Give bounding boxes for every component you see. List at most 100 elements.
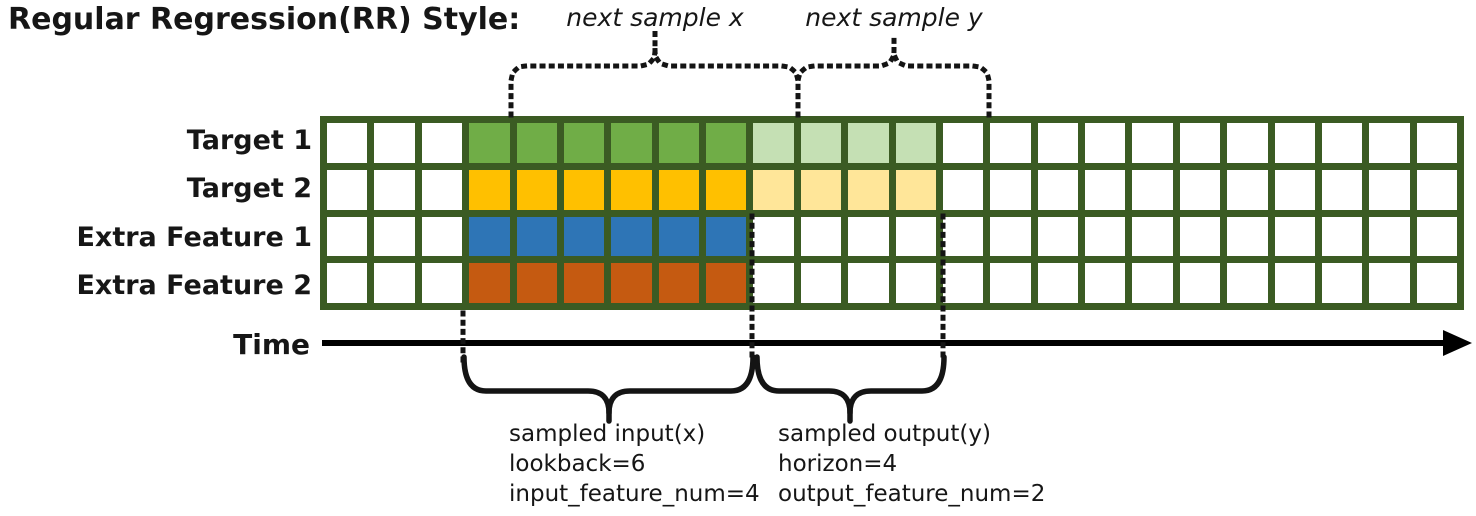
next-sample-y-brace-right	[891, 47, 992, 118]
grid-cell-r3-c13	[942, 263, 984, 303]
grid-cell-r3-c12	[895, 263, 936, 303]
grid-cell-r1-c8	[706, 169, 747, 210]
grid-cell-r0-c21	[1321, 123, 1363, 163]
grid-cell-r1-c20	[1274, 169, 1315, 210]
grid-cell-r3-c4	[516, 263, 557, 303]
next-sample-y-label: next sample y	[805, 3, 983, 32]
grid-cell-r3-c15	[1037, 263, 1078, 303]
next-sample-x-label: next sample x	[566, 3, 744, 32]
sampled-input-caption-line-1: sampled input(x)	[509, 421, 706, 447]
grid-cell-r2-c23	[1416, 216, 1457, 257]
grid-cell-r2-c18	[1179, 216, 1221, 257]
grid-cell-r2-c7	[658, 216, 699, 257]
grid-cell-r2-c20	[1274, 216, 1315, 257]
grid-cell-r2-c11	[848, 216, 889, 257]
grid-cell-r1-c2	[421, 169, 463, 210]
next-sample-y-brace-left	[795, 30, 897, 118]
grid-cell-r3-c1	[374, 263, 415, 303]
grid-cell-r2-c12	[895, 216, 936, 257]
grid-cell-r0-c13	[942, 123, 984, 163]
sampled-input-caption-line-2: lookback=6	[509, 451, 646, 477]
sampled-output-brace-right	[847, 354, 947, 416]
grid-cell-r3-c7	[658, 263, 699, 303]
grid-cell-r2-c10	[800, 216, 842, 257]
grid-cell-r3-c8	[706, 263, 747, 303]
grid-cell-r1-c11	[848, 169, 889, 210]
grid-cell-r0-c17	[1132, 123, 1173, 163]
grid-cell-r0-c16	[1085, 123, 1126, 163]
grid-cell-r2-c22	[1369, 216, 1410, 257]
grid-cell-r2-c3	[469, 216, 510, 257]
grid-cell-r2-c16	[1085, 216, 1126, 257]
grid-cell-r2-c15	[1037, 216, 1078, 257]
sampled-input-caption: sampled input(x) lookback=6 input_featur…	[509, 419, 760, 509]
sampled-output-caption: sampled output(y) horizon=4 output_featu…	[778, 419, 1045, 509]
grid-cell-r1-c15	[1037, 169, 1078, 210]
grid-cell-r2-c5	[563, 216, 605, 257]
grid-cell-r1-c14	[990, 169, 1031, 210]
grid-cell-r1-c13	[942, 169, 984, 210]
time-arrow-head-icon	[1443, 330, 1472, 356]
grid-cell-r3-c5	[563, 263, 605, 303]
grid-cell-r1-c10	[800, 169, 842, 210]
grid-cell-r0-c1	[374, 123, 415, 163]
row-label-target-2: Target 2	[186, 173, 312, 205]
grid-cell-r0-c2	[421, 123, 463, 163]
grid-cell-r3-c0	[327, 263, 368, 303]
grid-cell-r1-c4	[516, 169, 557, 210]
grid-cell-r2-c4	[516, 216, 557, 257]
grid-cell-r3-c9	[753, 263, 794, 303]
grid-cell-r1-c0	[327, 169, 368, 210]
grid-cell-r0-c10	[800, 123, 842, 163]
grid-cell-r3-c2	[421, 263, 463, 303]
grid-cell-r0-c20	[1274, 123, 1315, 163]
grid-cell-r1-c21	[1321, 169, 1363, 210]
grid-cell-r3-c11	[848, 263, 889, 303]
grid-cell-r3-c14	[990, 263, 1031, 303]
grid-cell-r3-c21	[1321, 263, 1363, 303]
grid-cell-r2-c2	[421, 216, 463, 257]
grid-cell-r2-c21	[1321, 216, 1363, 257]
sampled-output-caption-line-1: sampled output(y)	[778, 421, 991, 447]
grid-cell-r2-c0	[327, 216, 368, 257]
grid-cell-r1-c7	[658, 169, 699, 210]
grid-cell-r2-c14	[990, 216, 1031, 257]
row-label-target-1: Target 1	[186, 124, 312, 156]
grid-cell-r1-c9	[753, 169, 794, 210]
grid-cell-r0-c22	[1369, 123, 1410, 163]
grid-cell-r3-c19	[1227, 263, 1268, 303]
row-label-extra-feature-1: Extra Feature 1	[76, 221, 312, 253]
grid-cell-r1-c22	[1369, 169, 1410, 210]
time-grid	[320, 116, 1464, 310]
time-axis-label: Time	[233, 328, 310, 361]
grid-cell-r2-c13	[942, 216, 984, 257]
grid-cell-r3-c16	[1085, 263, 1126, 303]
grid-cell-r3-c23	[1416, 263, 1457, 303]
grid-cell-r0-c5	[563, 123, 605, 163]
sampled-input-caption-line-3: input_feature_num=4	[509, 481, 760, 507]
grid-cell-r3-c10	[800, 263, 842, 303]
grid-cell-r0-c11	[848, 123, 889, 163]
grid-cell-r3-c22	[1369, 263, 1410, 303]
sampled-output-brace-left	[754, 354, 853, 424]
grid-cell-r0-c8	[706, 123, 747, 163]
grid-cell-r0-c12	[895, 123, 936, 163]
grid-cell-r0-c4	[516, 123, 557, 163]
grid-cell-r0-c18	[1179, 123, 1221, 163]
grid-cell-r1-c19	[1227, 169, 1268, 210]
sampled-output-caption-line-3: output_feature_num=2	[778, 481, 1046, 507]
grid-cell-r3-c18	[1179, 263, 1221, 303]
grid-cell-r1-c23	[1416, 169, 1457, 210]
grid-cell-r0-c19	[1227, 123, 1268, 163]
grid-cell-r0-c23	[1416, 123, 1457, 163]
grid-cell-r0-c15	[1037, 123, 1078, 163]
sampled-input-brace-right	[606, 354, 756, 416]
sampled-input-brace-left	[461, 354, 612, 424]
grid-cell-r2-c6	[611, 216, 652, 257]
grid-cell-r3-c6	[611, 263, 652, 303]
grid-cell-r2-c17	[1132, 216, 1173, 257]
grid-cell-r0-c14	[990, 123, 1031, 163]
grid-cell-r2-c19	[1227, 216, 1268, 257]
grid-cell-r1-c5	[563, 169, 605, 210]
grid-cell-r0-c0	[327, 123, 368, 163]
